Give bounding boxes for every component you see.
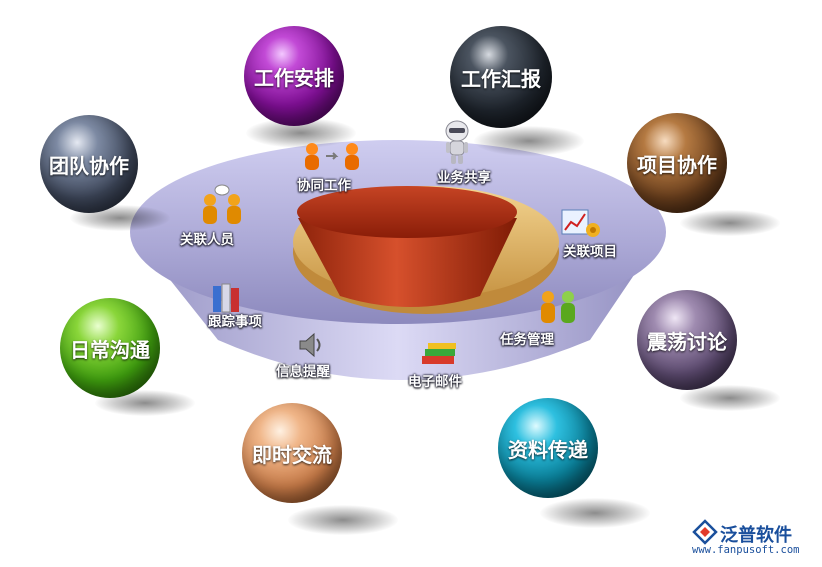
sphere-daily-comm-label: 日常沟通 — [70, 337, 150, 362]
sphere-work-arrange: 工作安排 — [244, 26, 344, 126]
label-collab-work: 协同工作 — [297, 178, 351, 194]
sphere-work-report-label: 工作汇报 — [461, 66, 541, 91]
sphere-work-report: 工作汇报 — [450, 26, 552, 128]
sphere-project-collab: 项目协作 — [627, 113, 727, 213]
label-track-items: 跟踪事项 — [208, 314, 262, 330]
books-icon — [210, 282, 244, 316]
sphere-data-transfer: 资料传递 — [498, 398, 598, 498]
red-bowl-side — [298, 218, 517, 307]
red-bowl-top — [297, 186, 517, 238]
label-related-people: 关联人员 — [180, 232, 234, 248]
people-arrow-icon — [300, 142, 366, 172]
sphere-team-collab-label: 团队协作 — [49, 153, 129, 178]
sphere-team-collab: 团队协作 — [40, 115, 138, 213]
label-task-manage: 任务管理 — [500, 332, 554, 348]
sphere-data-transfer-label: 资料传递 — [508, 437, 588, 462]
label-related-project: 关联项目 — [563, 244, 617, 260]
brand-logo: 泛普软件 www.fanpusoft.com — [690, 517, 816, 561]
brand-mark-icon — [692, 519, 718, 545]
email-books-icon — [420, 340, 460, 368]
speaker-icon — [296, 330, 326, 360]
label-email: 电子邮件 — [408, 374, 462, 390]
shadow-data-transfer — [540, 498, 650, 528]
sphere-brainstorm: 震荡讨论 — [637, 290, 737, 390]
sphere-daily-comm: 日常沟通 — [60, 298, 160, 398]
sphere-instant-comm-label: 即时交流 — [252, 442, 332, 467]
shadow-brainstorm — [680, 385, 780, 411]
two-people-icon — [196, 184, 248, 226]
shadow-instant-comm — [288, 505, 398, 535]
sphere-work-arrange-label: 工作安排 — [254, 65, 334, 90]
label-business-share: 业务共享 — [437, 170, 491, 186]
shadow-work-report — [474, 126, 584, 156]
brand-url: www.fanpusoft.com — [692, 544, 800, 556]
sphere-project-collab-label: 项目协作 — [637, 152, 717, 177]
sphere-instant-comm: 即时交流 — [242, 403, 342, 503]
brand-name: 泛普软件 — [720, 525, 792, 546]
sphere-brainstorm-label: 震荡讨论 — [647, 329, 727, 354]
robot-icon — [442, 120, 472, 166]
shadow-project-collab — [680, 210, 780, 236]
label-info-remind: 信息提醒 — [276, 364, 330, 380]
people-icon — [536, 290, 580, 326]
chart-icon — [560, 206, 602, 242]
